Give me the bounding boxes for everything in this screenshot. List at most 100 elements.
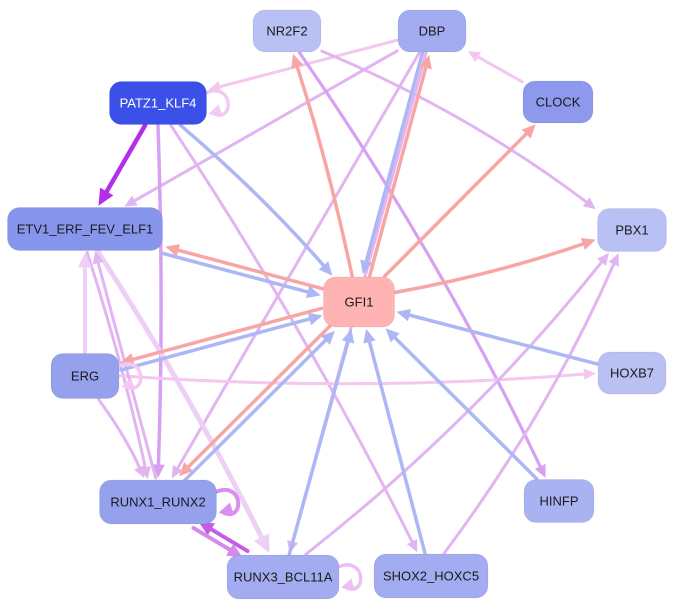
node-shape[interactable] <box>522 80 594 124</box>
node-PBX1[interactable]: PBX1 <box>597 208 667 252</box>
node-RUNX3_BCL11A[interactable]: RUNX3_BCL11A <box>226 554 340 600</box>
edge-GFI1-ETV1_ERF_FEV_ELF1 <box>165 244 326 291</box>
node-HOXB7[interactable]: HOXB7 <box>597 351 667 395</box>
edge-NR2F2-HINFP <box>298 51 546 478</box>
arrowhead-icon <box>121 377 135 390</box>
edge-PATZ1_KLF4-SHOX2_HOXC5 <box>169 123 418 553</box>
node-shape[interactable] <box>99 479 217 525</box>
self-loop-ERG <box>116 362 143 390</box>
edge-DBP-GFI1 <box>360 50 425 275</box>
self-loop-RUNX3_BCL11A <box>336 563 363 591</box>
arrowhead-icon <box>307 312 323 326</box>
edge-RUNX3_BCL11A-RUNX1_RUNX2 <box>198 521 250 554</box>
node-shape[interactable] <box>50 353 120 399</box>
node-PATZ1_KLF4[interactable]: PATZ1_KLF4 <box>109 81 207 125</box>
arrowhead-icon <box>78 252 92 268</box>
node-shape[interactable] <box>109 81 207 125</box>
arrowhead-icon <box>580 238 596 251</box>
edge-GFI1-CLOCK <box>382 124 536 279</box>
edge-RUNX1_RUNX2-RUNX3_BCL11A <box>191 525 243 558</box>
edge-ETV1_ERF_FEV_ELF1-RUNX3_BCL11A <box>95 248 270 554</box>
node-RUNX1_RUNX2[interactable]: RUNX1_RUNX2 <box>99 479 217 525</box>
edge-NR2F2-PBX1 <box>320 49 596 210</box>
arrowhead-icon <box>134 464 145 479</box>
edge-ETV1_ERF_FEV_ELF1-GFI1 <box>160 251 321 299</box>
self-loop-RUNX1_RUNX2 <box>213 488 241 516</box>
node-shape[interactable] <box>252 9 322 53</box>
arrowhead-icon <box>467 51 481 62</box>
node-DBP[interactable]: DBP <box>397 9 467 53</box>
edge-PATZ1_KLF4-RUNX1_RUNX2 <box>152 123 165 478</box>
edge-GFI1-DBP <box>367 54 432 279</box>
arrowhead-icon <box>341 328 355 344</box>
arrowhead-icon <box>341 578 355 591</box>
node-NR2F2[interactable]: NR2F2 <box>252 9 322 53</box>
arrowhead-icon <box>305 285 321 299</box>
arrowhead-icon <box>152 464 165 478</box>
arrowhead-icon <box>521 124 536 139</box>
arrowhead-icon <box>92 251 104 265</box>
edge-GFI1-NR2F2 <box>291 53 354 278</box>
arrowhead-icon <box>218 502 234 516</box>
node-shape[interactable] <box>373 553 489 599</box>
edge-ERG-HOXB7 <box>118 368 596 386</box>
node-ERG[interactable]: ERG <box>50 353 120 399</box>
arrowhead-icon <box>226 543 243 558</box>
arrowhead-icon <box>582 197 596 210</box>
edge-ERG-GFI1 <box>119 312 323 372</box>
edge-CLOCK-DBP <box>467 51 524 84</box>
arrowhead-icon <box>171 465 183 479</box>
node-HINFP[interactable]: HINFP <box>523 479 595 523</box>
arrowhead-icon <box>318 261 333 276</box>
edge-RUNX1_RUNX2-GFI1 <box>181 330 335 484</box>
arrowhead-icon <box>363 328 376 344</box>
arrowhead-icon <box>360 259 373 275</box>
edge-RUNX3_BCL11A-PBX1 <box>304 252 609 556</box>
arrowhead-icon <box>198 521 215 536</box>
arrowhead-icon <box>208 104 223 117</box>
arrowhead-icon <box>396 308 412 322</box>
arrowhead-icon <box>419 54 432 70</box>
arrowhead-icon <box>406 538 418 553</box>
edge-PATZ1_KLF4-ETV1_ERF_FEV_ELF1 <box>98 123 148 206</box>
node-SHOX2_HOXC5[interactable]: SHOX2_HOXC5 <box>373 553 489 599</box>
node-shape[interactable] <box>323 276 395 328</box>
node-shape[interactable] <box>523 479 595 523</box>
arrowhead-icon <box>320 330 335 345</box>
arrowhead-icon <box>124 195 138 207</box>
edge-DBP-RUNX1_RUNX2 <box>171 51 421 479</box>
arrowhead-icon <box>179 462 194 477</box>
arrowhead-icon <box>597 252 609 266</box>
edge-ERG-RUNX1_RUNX2 <box>97 397 145 479</box>
edge-RUNX3_BCL11A-GFI1 <box>287 328 355 556</box>
edges-layer <box>78 38 619 558</box>
node-GFI1[interactable]: GFI1 <box>323 276 395 328</box>
edge-DBP-ETV1_ERF_FEV_ELF1 <box>124 49 399 207</box>
arrowhead-icon <box>254 533 270 554</box>
arrowhead-icon <box>291 53 304 69</box>
edge-HOXB7-GFI1 <box>396 308 599 366</box>
arrowhead-icon <box>98 187 114 206</box>
arrowhead-icon <box>165 244 181 257</box>
self-loops-layer <box>116 89 363 591</box>
node-shape[interactable] <box>226 554 340 600</box>
arrowhead-icon <box>583 368 596 380</box>
edge-SHOX2_HOXC5-PBX1 <box>442 253 619 555</box>
arrowhead-icon <box>608 253 619 267</box>
node-shape[interactable] <box>7 207 163 251</box>
node-CLOCK[interactable]: CLOCK <box>522 80 594 124</box>
edge-SHOX2_HOXC5-GFI1 <box>363 328 427 555</box>
arrowhead-icon <box>385 328 400 343</box>
self-loop-PATZ1_KLF4 <box>203 89 230 117</box>
node-shape[interactable] <box>397 9 467 53</box>
node-shape[interactable] <box>597 208 667 252</box>
edge-HINFP-GFI1 <box>385 328 539 481</box>
edge-ERG-ETV1_ERF_FEV_ELF1 <box>78 252 92 355</box>
arrowhead-icon <box>534 463 546 478</box>
node-shape[interactable] <box>597 351 667 395</box>
node-ETV1_ERF_FEV_ELF1[interactable]: ETV1_ERF_FEV_ELF1 <box>7 207 163 251</box>
edge-GFI1-PBX1 <box>393 238 596 295</box>
edge-PATZ1_KLF4-GFI1 <box>178 123 333 276</box>
